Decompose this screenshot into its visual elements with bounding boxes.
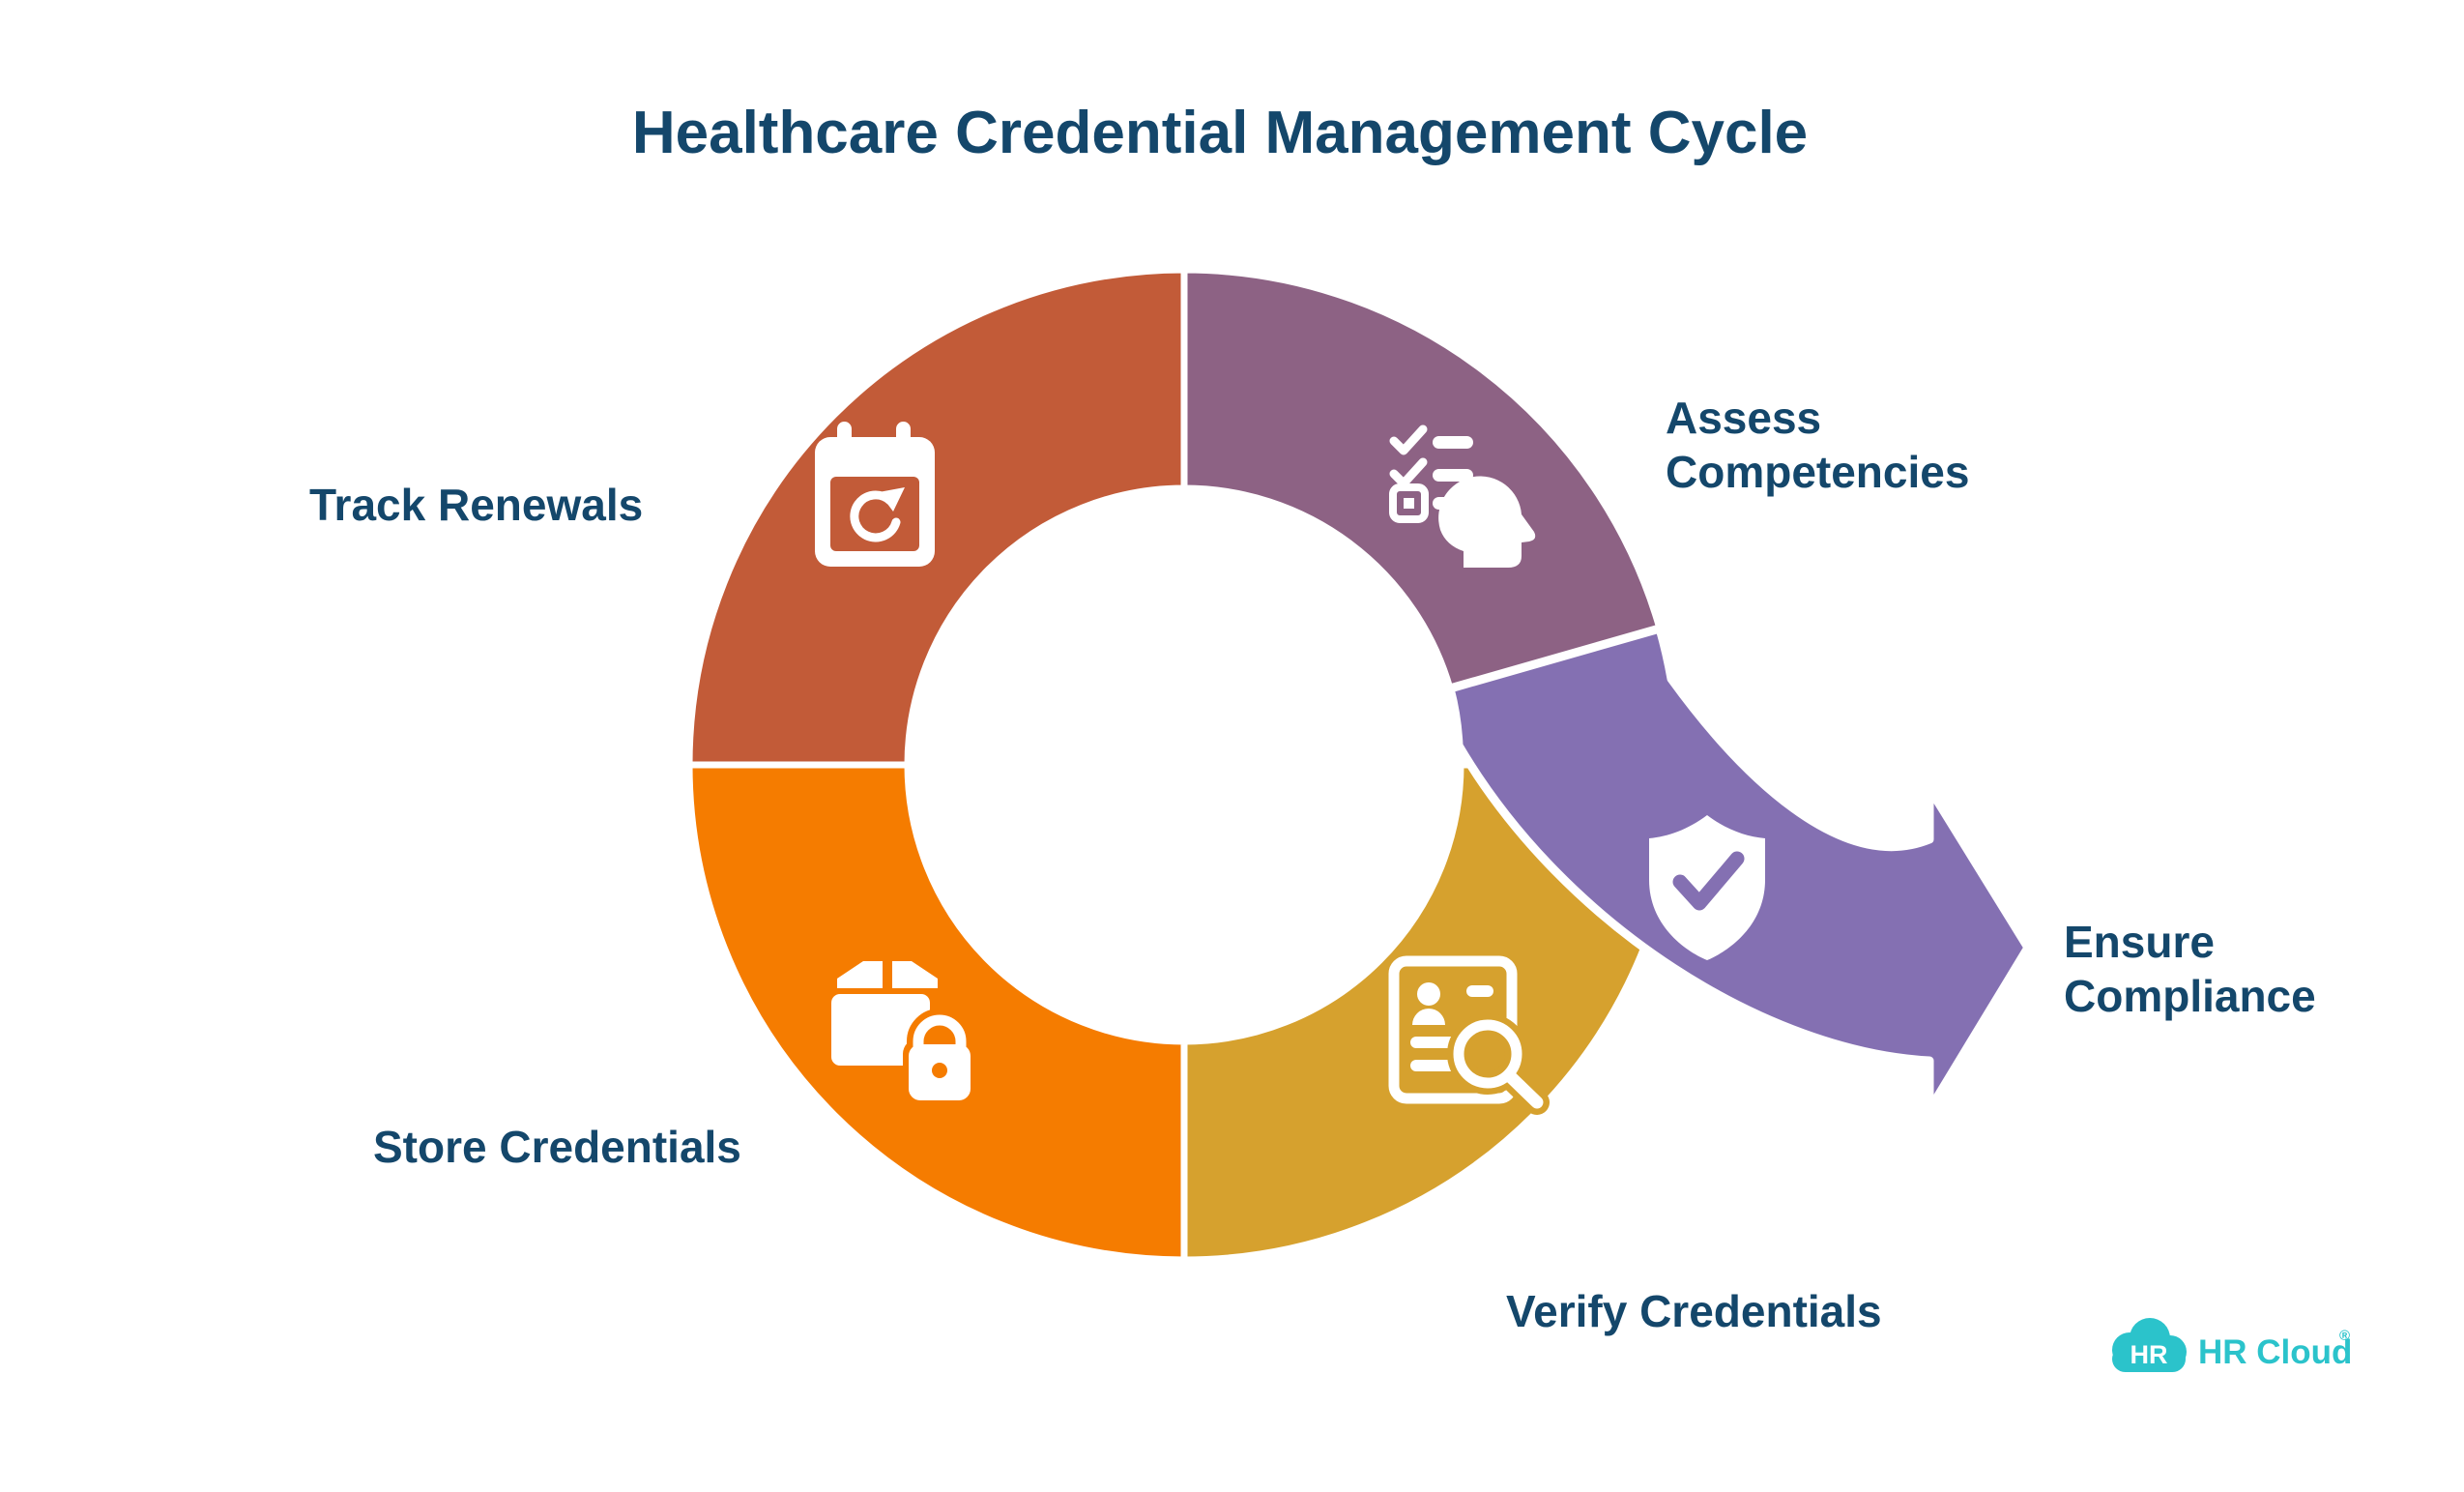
label-verify-credentials: Verify Credentials — [1506, 1286, 1882, 1336]
label-assess-competencies-line1: Assess — [1666, 393, 1821, 443]
shield-check-icon — [1649, 815, 1765, 960]
label-assess-competencies-line2: Competencies — [1666, 447, 1969, 497]
hr-cloud-logo: HR HR Cloud ® — [2112, 1318, 2352, 1372]
logo-badge-text: HR — [2131, 1340, 2168, 1369]
cloud-icon — [2112, 1318, 2187, 1372]
document-search-icon — [1388, 955, 1550, 1115]
page-title: Healthcare Credential Management Cycle — [632, 100, 1808, 166]
box-lock-icon — [831, 961, 976, 1102]
calendar-sync-icon — [815, 422, 935, 567]
label-store-credentials: Store Credentials — [373, 1122, 741, 1172]
label-track-renewals: Track Renewals — [309, 480, 643, 530]
sector-track-renewals — [685, 266, 1188, 769]
sector-assess-competencies — [1180, 266, 1665, 693]
label-ensure-compliance-line1: Ensure — [2064, 917, 2215, 967]
logo-name-text: HR Cloud — [2198, 1333, 2352, 1371]
label-ensure-compliance-line2: Compliance — [2064, 971, 2316, 1021]
head-checklist-icon — [1389, 424, 1536, 568]
logo-registered-mark: ® — [2339, 1328, 2350, 1344]
